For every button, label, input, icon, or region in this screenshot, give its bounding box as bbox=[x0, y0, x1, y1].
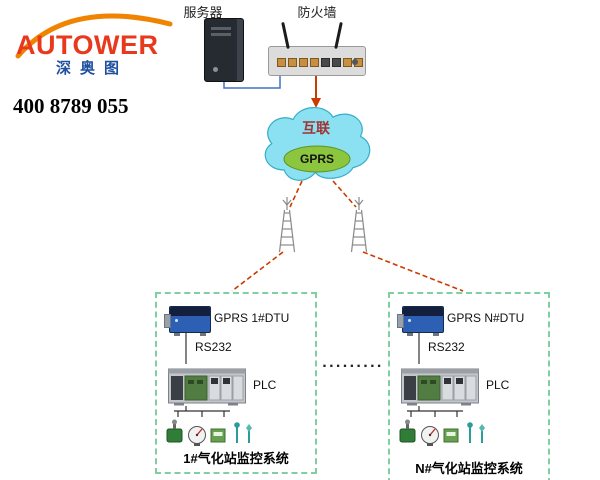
station-caption: 1#气化站监控系统 bbox=[183, 450, 289, 466]
left-tower-to-station-link bbox=[231, 251, 284, 292]
ethernet-port-icon bbox=[299, 58, 308, 67]
server-drive-slot bbox=[211, 27, 231, 30]
ethernet-port-icon bbox=[332, 58, 341, 67]
gprs-badge-label: GPRS bbox=[300, 152, 334, 166]
plc-label: PLC bbox=[486, 378, 510, 392]
station-box-1: GPRS 1#DTU RS232 PLC bbox=[155, 292, 317, 474]
station-caption: N#气化站监控系统 bbox=[415, 460, 523, 476]
dtu-icon bbox=[397, 306, 444, 336]
ethernet-port-icon bbox=[310, 58, 319, 67]
cloud-to-right-tower-link bbox=[332, 180, 357, 208]
logo-swoosh-icon bbox=[15, 13, 173, 59]
router-ports bbox=[277, 58, 363, 67]
right-tower-to-station-link bbox=[362, 251, 464, 292]
instrument-icons bbox=[166, 419, 252, 446]
server-power-button-icon bbox=[213, 67, 218, 72]
ethernet-port-icon bbox=[343, 58, 352, 67]
server-router-cable bbox=[223, 75, 281, 89]
gprs-badge bbox=[283, 145, 351, 173]
server-drive-slot bbox=[211, 33, 231, 36]
ethernet-port-icon bbox=[277, 58, 286, 67]
ethernet-port-icon bbox=[321, 58, 330, 67]
arrow-down-icon bbox=[311, 98, 321, 108]
wireless-links bbox=[231, 180, 464, 292]
firewall-label: 防火墙 bbox=[297, 5, 337, 20]
server-icon bbox=[204, 18, 244, 82]
dtu-icon bbox=[164, 306, 211, 336]
dtu-label: GPRS N#DTU bbox=[447, 311, 525, 325]
brand-subtitle: 深奥图 bbox=[56, 59, 128, 77]
phone-number: 400 8789 055 bbox=[13, 94, 129, 118]
station-right-wiring bbox=[407, 331, 463, 417]
antenna-tower-left-icon bbox=[278, 197, 296, 253]
router-button-icon bbox=[352, 59, 358, 65]
plc-label: PLC bbox=[253, 378, 277, 392]
autower-logo: AUTOWER 深奥图 bbox=[15, 13, 173, 77]
serial-link-label: RS232 bbox=[195, 340, 232, 354]
instrument-icons bbox=[399, 419, 485, 446]
plc-icon bbox=[168, 368, 246, 406]
cloud-label: 互联 bbox=[302, 120, 331, 136]
ellipsis-separator: ········· bbox=[322, 358, 384, 375]
dtu-label: GPRS 1#DTU bbox=[214, 311, 290, 325]
server-label: 服务器 bbox=[183, 5, 223, 20]
firewall-icon bbox=[268, 21, 366, 76]
ethernet-port-icon bbox=[288, 58, 297, 67]
station-left-wiring bbox=[174, 331, 230, 417]
cloud-to-left-tower-link bbox=[289, 180, 303, 208]
station-box-n: GPRS N#DTU RS232 PLC bbox=[388, 292, 550, 480]
serial-link-label: RS232 bbox=[428, 340, 465, 354]
brand-name: AUTOWER bbox=[16, 30, 159, 60]
plc-icon bbox=[401, 368, 479, 406]
antenna-tower-right-icon bbox=[350, 197, 368, 253]
